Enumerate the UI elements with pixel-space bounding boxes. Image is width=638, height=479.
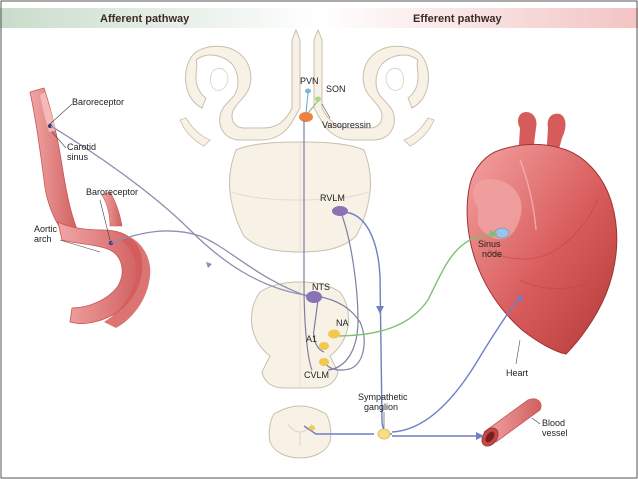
central-pathways [303,120,365,371]
spinal-cord-section [268,405,332,459]
label-sympathetic-ganglion-2: ganglion [364,402,398,412]
label-sinus-node-2: node [482,249,502,259]
label-baroreceptor-aortic: Baroreceptor [86,187,138,197]
na-nucleus [328,329,340,339]
spinal-neuron [309,425,315,431]
label-heart: Heart [506,368,529,378]
sympathetic-ganglion-node [377,428,391,440]
label-blood-vessel-1: Blood [542,418,565,428]
label-aortic-arch-1: Aortic [34,224,58,234]
heart-illustration [466,112,618,355]
aortic-afferent-fiber [110,230,313,299]
label-pvn: PVN [300,76,319,86]
label-aortic-arch-2: arch [34,234,52,244]
afferent-band [0,8,320,28]
nuclei [306,206,391,440]
carotid-aorta-illustration [29,87,151,328]
label-na: NA [336,318,349,328]
label-a1: A1 [306,334,317,344]
afferent-pathways [50,125,313,299]
hypothalamus-section [179,28,435,147]
brainstem-section [229,141,371,253]
labels: Baroreceptor Carotid sinus Baroreceptor … [34,76,568,438]
spinal-outflow-fiber [303,425,374,435]
nts-nucleus [306,291,322,303]
rvlm-nucleus [332,206,348,216]
carotid-afferent-fiber [50,125,313,297]
label-carotid-sinus-2: sinus [67,152,89,162]
label-carotid-sinus-1: Carotid [67,142,96,152]
label-sympathetic-ganglion-1: Sympathetic [358,392,408,402]
label-rvlm: RVLM [320,193,345,203]
afferent-header: Afferent pathway [100,13,190,25]
label-son: SON [326,84,346,94]
efferent-band [320,8,638,28]
label-nts: NTS [312,282,330,292]
blood-vessel-illustration [481,398,542,447]
efferent-header: Efferent pathway [413,13,503,25]
label-sinus-node-1: Sinus [478,239,501,249]
cvlm-nucleus [319,358,329,366]
parasympathetic-pathway [333,230,498,337]
label-vasopressin: Vasopressin [322,120,371,130]
ganglion-to-heart-fiber [391,295,521,433]
vagal-efferent-fiber [333,233,497,337]
label-baroreceptor-carotid: Baroreceptor [72,97,124,107]
label-blood-vessel-2: vessel [542,428,568,438]
a1-nucleus [319,342,329,350]
label-cvlm: CVLM [304,370,329,380]
